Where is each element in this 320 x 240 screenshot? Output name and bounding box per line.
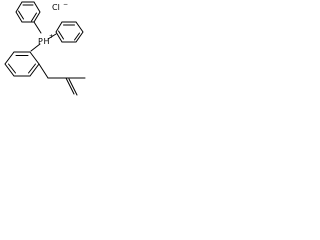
- chemical-structure-diagram: Cl − P H +: [4, 1, 86, 96]
- methylallyl-chain: [38, 63, 86, 96]
- phenyl-ring-top-left: [15, 1, 41, 23]
- chlorine-label: Cl: [52, 3, 60, 12]
- phosphorus-hydrogen-label: H: [44, 37, 50, 46]
- chlorine-charge: −: [63, 1, 68, 8]
- phosphorus-label: P: [38, 37, 43, 46]
- bond-p-aryl: [30, 43, 41, 52]
- aryl-ring-bottom: [4, 51, 40, 77]
- bond-phenyl-top-p: [33, 21, 42, 34]
- phosphorus-charge: +: [49, 33, 54, 40]
- phenyl-ring-right: [55, 21, 84, 43]
- bond-p-phenyl-right: [47, 33, 57, 40]
